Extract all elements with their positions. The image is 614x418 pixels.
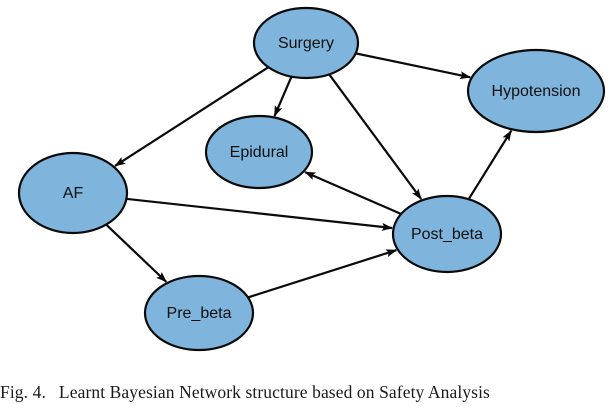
node-post_beta[interactable]: Post_beta xyxy=(391,194,503,274)
node-surgery[interactable]: Surgery xyxy=(252,6,360,80)
node-shape-post_beta xyxy=(391,194,503,274)
caption-text: Learnt Bayesian Network structure based … xyxy=(58,382,490,402)
edge-af-post_beta xyxy=(126,197,393,231)
node-label-post_beta: Post_beta xyxy=(411,226,483,243)
node-shape-hypotension xyxy=(466,48,606,134)
node-pre_beta[interactable]: Pre_beta xyxy=(143,274,255,352)
node-shape-epidural xyxy=(204,114,314,190)
edge-post_beta-hypotension xyxy=(467,130,513,200)
node-af[interactable]: AF xyxy=(17,151,129,235)
edge-post_beta-epidural xyxy=(304,171,402,215)
node-label-surgery: Surgery xyxy=(278,35,334,52)
node-label-pre_beta: Pre_beta xyxy=(167,305,232,322)
node-label-hypotension: Hypotension xyxy=(492,83,581,100)
node-label-af: AF xyxy=(63,185,84,202)
node-shape-surgery xyxy=(252,6,360,80)
node-hypotension[interactable]: Hypotension xyxy=(466,48,606,134)
figure-caption: Fig. 4. Learnt Bayesian Network structure… xyxy=(0,382,614,412)
node-shape-pre_beta xyxy=(143,274,255,352)
edge-surgery-post_beta xyxy=(328,73,423,200)
edge-pre_beta-post_beta xyxy=(247,249,398,299)
edges-layer xyxy=(105,52,513,299)
node-shape-af xyxy=(17,151,129,235)
edge-surgery-af xyxy=(114,66,270,167)
edge-surgery-epidural xyxy=(273,76,293,117)
edge-af-pre_beta xyxy=(105,223,168,283)
node-epidural[interactable]: Epidural xyxy=(204,114,314,190)
caption-number: Fig. 4. xyxy=(0,382,46,402)
node-label-epidural: Epidural xyxy=(230,144,289,161)
edge-surgery-hypotension xyxy=(355,52,472,80)
